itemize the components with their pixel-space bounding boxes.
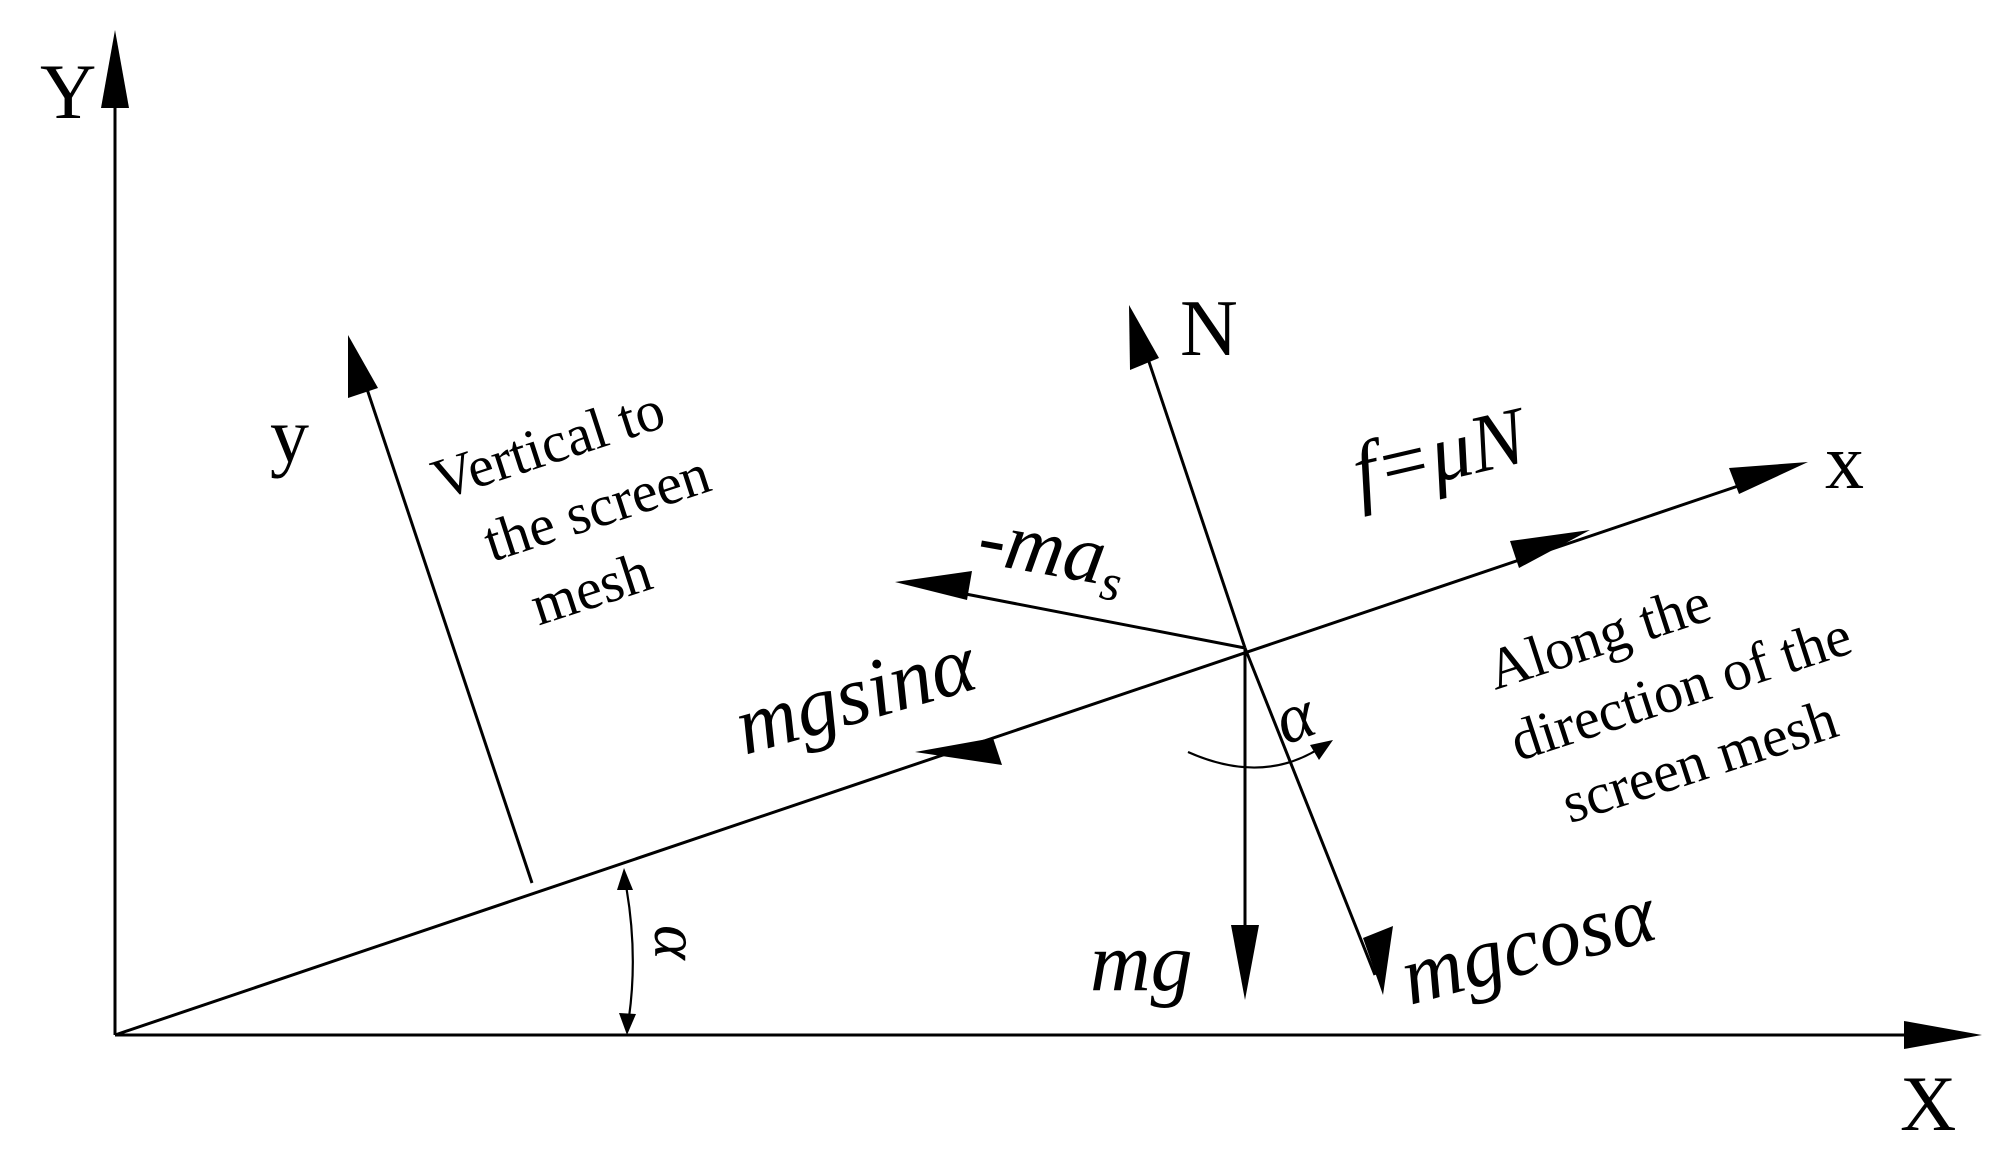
incline-angle-arc	[622, 874, 634, 1031]
force-angle-arrowhead	[1310, 740, 1333, 760]
incline-angle-arrowhead-bottom	[619, 1013, 636, 1035]
force-angle-arc	[1187, 747, 1321, 769]
incline-angle-label: α	[640, 925, 713, 961]
global-y-axis	[101, 30, 129, 1035]
friction-label: f=μN	[1344, 389, 1538, 518]
normal-force-label: N	[1180, 285, 1238, 373]
inertial-force-label: -mas	[970, 490, 1133, 613]
local-x-label: x	[1825, 418, 1864, 505]
inertial-force-arrow	[895, 571, 1246, 650]
global-y-label: Y	[40, 48, 96, 135]
local-x-axis	[114, 462, 1808, 1037]
along-annotation: Along the direction of the screen mesh	[1479, 569, 1859, 835]
gravity-perpendicular-label: mgcosα	[1391, 866, 1667, 1023]
global-x-axis	[115, 1021, 1982, 1049]
friction-arrow	[1510, 530, 1590, 568]
normal-force-line	[1138, 334, 1247, 649]
gravity-arrow	[1231, 648, 1259, 1000]
gravity-label: mg	[1090, 916, 1193, 1009]
normal-force-arrow	[1129, 305, 1393, 995]
local-y-axis	[348, 335, 534, 884]
incline-angle-arrowhead-top	[617, 868, 633, 890]
vertical-annotation: Vertical to the screen mesh	[424, 376, 718, 638]
global-x-label: X	[1900, 1060, 1956, 1147]
local-y-label: y	[270, 392, 309, 479]
gravity-parallel-arrow	[915, 738, 1002, 765]
